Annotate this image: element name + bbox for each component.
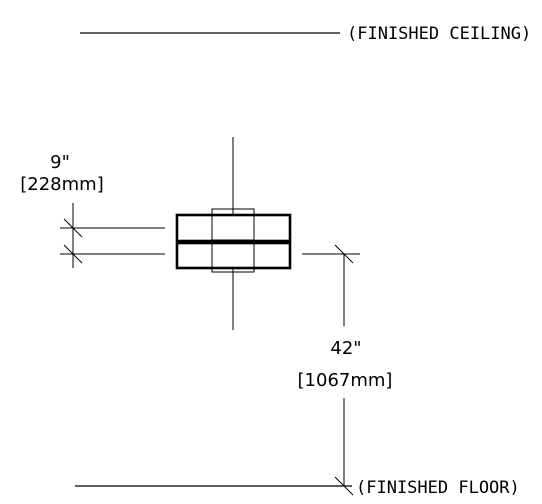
- height-label-mask: [284, 326, 404, 398]
- spacing-imperial: 9": [50, 152, 70, 173]
- grab-bar-lower: [175, 239, 292, 273]
- height-metric: [1067mm]: [298, 370, 393, 391]
- floor-label: (FINISHED FLOOR): [356, 478, 520, 498]
- height-imperial: 42": [330, 338, 361, 359]
- spacing-dimension: [60, 203, 165, 268]
- grab-bar-upper: [175, 208, 292, 245]
- ceiling-label: (FINISHED CEILING): [347, 24, 531, 44]
- spacing-metric: [228mm]: [20, 174, 103, 195]
